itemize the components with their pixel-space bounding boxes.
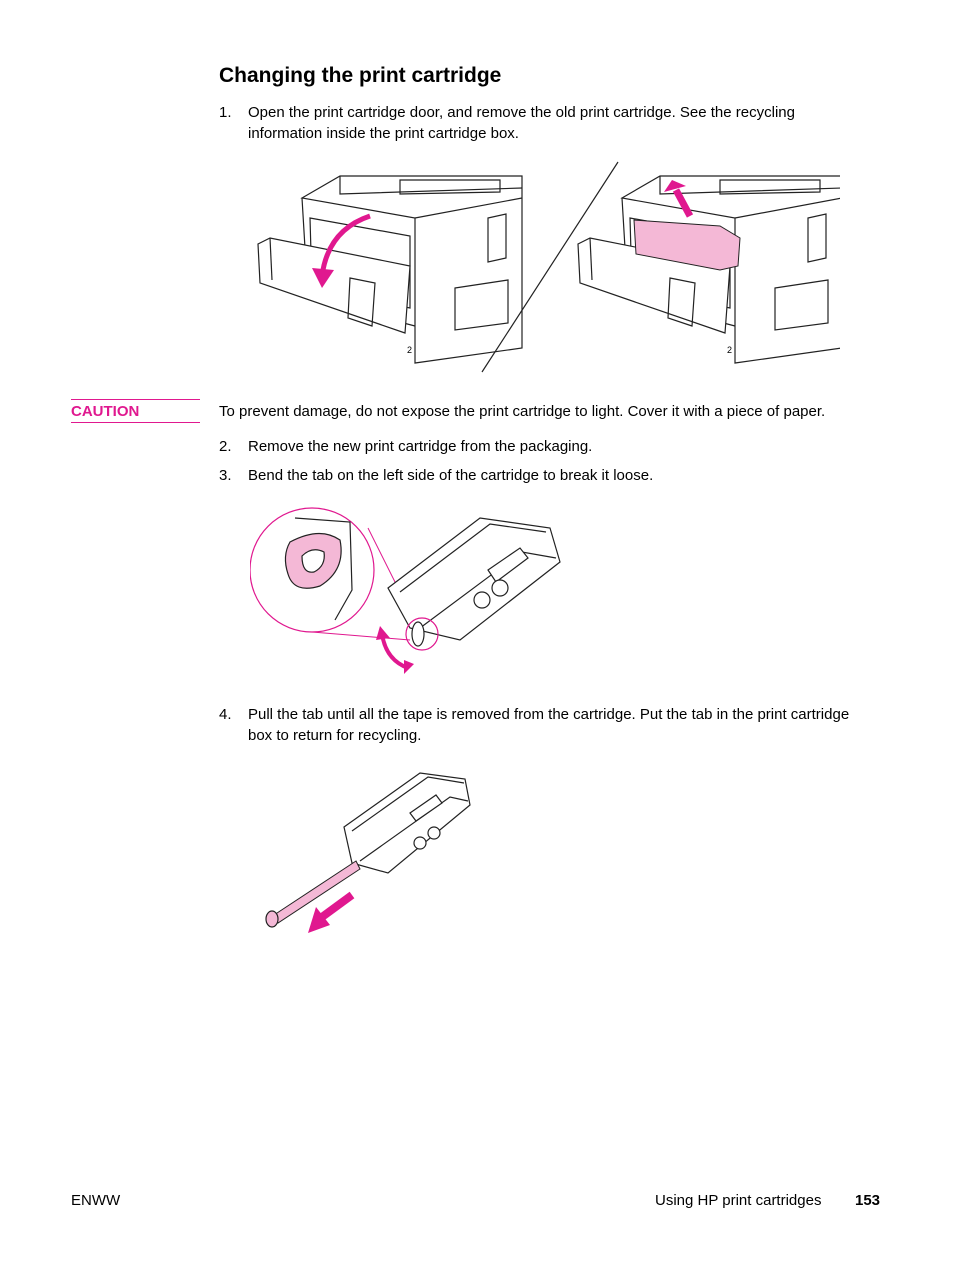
printer-label: 2 bbox=[727, 345, 732, 355]
step-number: 1. bbox=[219, 104, 232, 121]
step-number: 3. bbox=[219, 467, 232, 484]
bend-tab-figure bbox=[250, 507, 561, 674]
printer-label: 2 bbox=[407, 345, 412, 355]
step-text: Pull the tab until all the tape is remov… bbox=[248, 706, 850, 744]
caution-text: To prevent damage, do not expose the pri… bbox=[219, 403, 826, 420]
step-text: Remove the new print cartridge from the … bbox=[248, 438, 593, 455]
page-title: Changing the print cartridge bbox=[219, 64, 502, 87]
tab-icon bbox=[284, 532, 342, 589]
step-4: 4. Pull the tab until all the tape is re… bbox=[219, 704, 859, 746]
tape-tab-icon bbox=[265, 910, 279, 928]
printer-door-figure: 2 2 bbox=[257, 161, 840, 373]
step-number: 2. bbox=[219, 438, 232, 455]
pull-tape-figure bbox=[265, 772, 471, 933]
step-1: 1. Open the print cartridge door, and re… bbox=[219, 102, 859, 144]
pull-arrow-icon bbox=[319, 891, 355, 921]
footer-section-title: Using HP print cartridges bbox=[655, 1192, 822, 1209]
caution-label: CAUTION bbox=[71, 399, 200, 423]
step-2: 2. Remove the new print cartridge from t… bbox=[219, 436, 859, 457]
step-text: Bend the tab on the left side of the car… bbox=[248, 467, 654, 484]
step-3: 3. Bend the tab on the left side of the … bbox=[219, 465, 859, 486]
door-arrow-icon bbox=[319, 213, 371, 277]
page-number: 153 bbox=[855, 1192, 881, 1209]
cartridge-highlight bbox=[633, 219, 741, 271]
step-text: Open the print cartridge door, and remov… bbox=[248, 104, 795, 142]
step-number: 4. bbox=[219, 706, 232, 723]
tape-strip bbox=[273, 860, 361, 924]
lift-arrow-icon bbox=[672, 188, 694, 218]
footer-left: ENWW bbox=[71, 1192, 121, 1209]
